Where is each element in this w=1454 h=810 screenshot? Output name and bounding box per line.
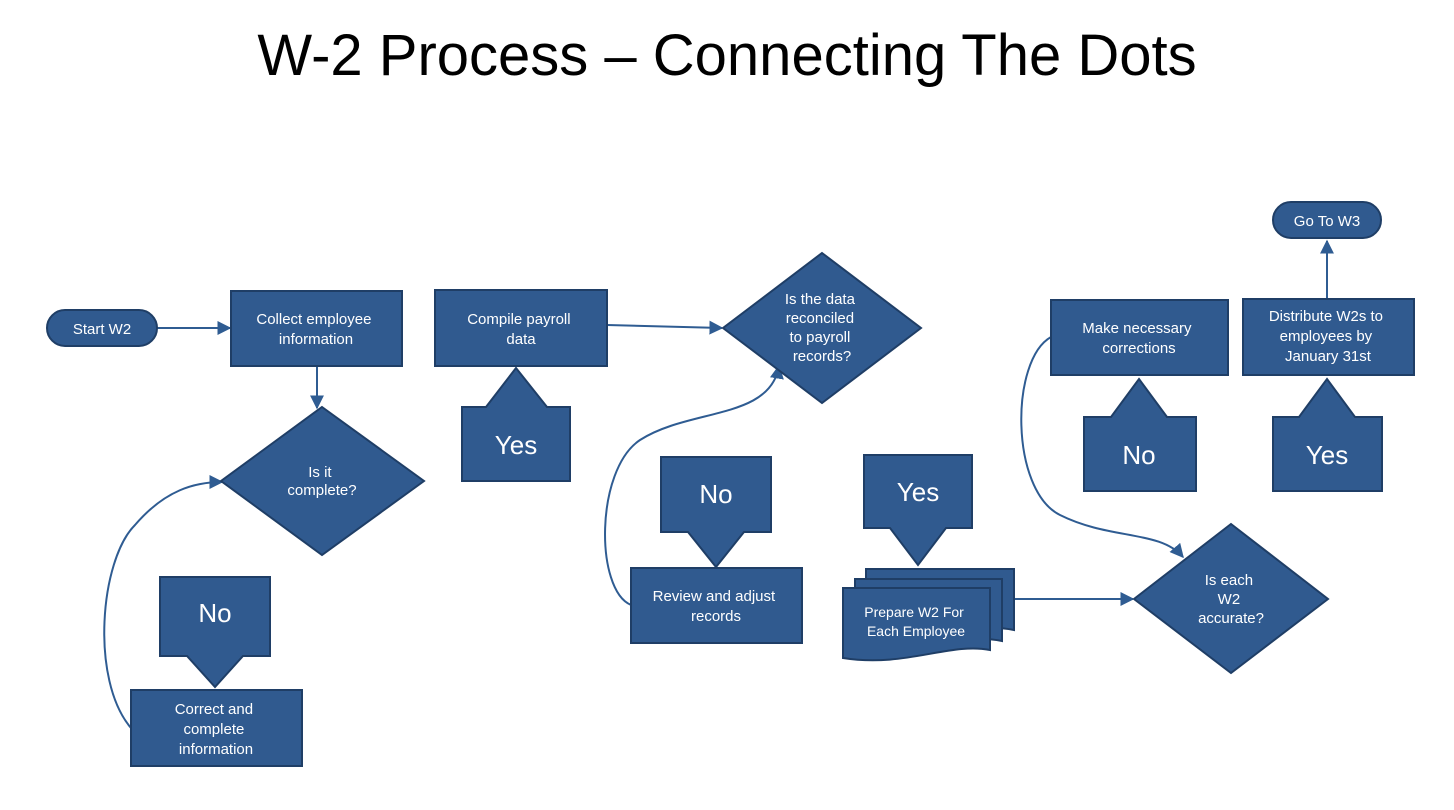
connector-correct-to-complete: [103, 475, 224, 729]
collect-info-process: Collect employee information: [230, 290, 403, 367]
start-node: Start W2: [46, 309, 158, 347]
svg-text:Yes: Yes: [495, 430, 537, 460]
page-title: W-2 Process – Connecting The Dots: [257, 23, 1197, 88]
complete-decision: Is it complete?: [219, 405, 426, 557]
review-records-process: Review and adjust records: [630, 567, 803, 644]
svg-text:Make necessary correctio: Make necessary corrections: [1082, 320, 1195, 357]
yes-arrow-3: Yes: [1272, 377, 1383, 492]
connector-compile-to-reconciled: [606, 320, 724, 335]
svg-text:No: No: [699, 479, 732, 509]
yes-arrow-2: Yes: [863, 454, 973, 567]
connector-review-to-reconciled: [604, 364, 784, 606]
corrections-process: Make necessary corrections: [1050, 299, 1229, 376]
yes-arrow-1: Yes: [461, 366, 571, 482]
prepare-w2-documents: Prepare W2 For Each Employee: [842, 568, 1015, 662]
svg-text:Start W2: Start W2: [73, 321, 131, 338]
svg-text:Distribute W2s to employ: Distribute W2s to employees by January 3…: [1269, 308, 1387, 365]
distribute-w2-process: Distribute W2s to employees by January 3…: [1242, 298, 1415, 376]
svg-text:Prepare W2 For Each Empl: Prepare W2 For Each Employee: [864, 604, 967, 639]
correct-info-process: Correct and complete information: [130, 689, 303, 767]
svg-text:No: No: [1122, 440, 1155, 470]
svg-text:Is it complete?: Is it complete?: [287, 464, 356, 499]
svg-text:Correct and complete: Correct and complete information: [175, 701, 258, 758]
accurate-decision: Is each W2 accurate?: [1132, 522, 1330, 675]
svg-text:Is the data reconciled: Is the data reconciled to payroll record…: [785, 291, 859, 365]
svg-text:Yes: Yes: [897, 477, 939, 507]
svg-text:Yes: Yes: [1306, 440, 1348, 470]
reconciled-decision: Is the data reconciled to payroll record…: [721, 251, 923, 405]
compile-payroll-process: Compile payroll data: [434, 289, 608, 367]
connector-corrections-to-accurate: [1020, 336, 1184, 559]
svg-text:No: No: [198, 598, 231, 628]
svg-text:Is each W2 accurat: Is each W2 accurate?: [1198, 572, 1264, 627]
no-arrow-1: No: [159, 576, 271, 689]
no-arrow-2: No: [660, 456, 772, 569]
svg-text:Go To W3: Go To W3: [1294, 213, 1360, 230]
svg-text:Review and adjust record: Review and adjust records: [653, 588, 780, 625]
svg-text:Collect employee informa: Collect employee information: [256, 311, 375, 348]
go-to-w3-terminal: Go To W3: [1272, 201, 1382, 239]
svg-text:Compile payroll data: Compile payroll data: [467, 311, 575, 348]
no-arrow-3: No: [1083, 377, 1197, 492]
